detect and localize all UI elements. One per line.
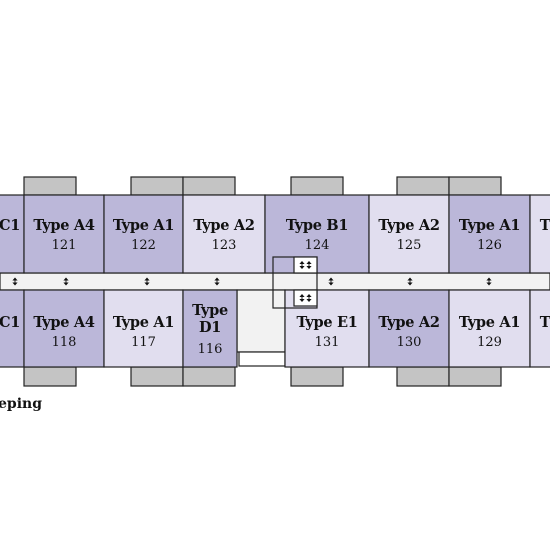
unit-room (529, 289, 550, 368)
unit-cell: Type A2 125 (368, 194, 450, 274)
unit-room (0, 194, 25, 274)
unit-room (368, 289, 450, 368)
unit-number: 116 (198, 342, 223, 357)
balcony (290, 176, 344, 196)
elevator-top (293, 256, 318, 274)
balcony (182, 366, 236, 387)
balcony (23, 176, 77, 196)
legend-label: eping (0, 396, 42, 412)
unit-number: 124 (305, 238, 330, 253)
unit-type-label: C1 (0, 217, 20, 234)
balcony (23, 366, 77, 387)
unit-cell: Type A4 121 (23, 194, 105, 274)
unit-type-label: Type B1 (286, 217, 348, 234)
balcony (290, 366, 344, 387)
balcony (396, 176, 450, 196)
unit-number: 129 (477, 335, 502, 350)
unit-type-label: T (540, 217, 550, 234)
corridor (0, 272, 550, 291)
unit-cell: Type A1 126 (448, 194, 531, 274)
unit-cell: Type A2 130 (368, 289, 450, 368)
unit-room (23, 194, 105, 274)
unit-number: 117 (131, 335, 156, 350)
unit-cell: C1 (0, 289, 25, 368)
unit-cell: Type A1 117 (103, 289, 184, 368)
balcony (130, 366, 184, 387)
up-down-arrow-icon (328, 277, 334, 286)
unit-type-label: Type A1 (113, 217, 174, 234)
lobby-step (238, 351, 286, 367)
up-down-arrow-icon (306, 261, 312, 269)
unit-type-label: Type A2 (193, 217, 254, 234)
unit-cell: Type A2 123 (182, 194, 266, 274)
up-down-arrow-icon (299, 261, 305, 269)
unit-room (182, 194, 266, 274)
unit-number: 118 (52, 335, 77, 350)
unit-type-label: Type A2 (378, 314, 439, 331)
elevator-bottom (293, 289, 318, 307)
unit-type-label: Type A1 (113, 314, 174, 331)
up-down-arrow-icon (214, 277, 220, 286)
unit-number: 122 (131, 238, 156, 253)
unit-type-label: Type A4 (33, 217, 94, 234)
unit-room (448, 194, 531, 274)
unit-room (529, 194, 550, 274)
balconies (23, 176, 502, 387)
unit-room (103, 289, 184, 368)
unit-room (103, 194, 184, 274)
unit-type-label: T (540, 314, 550, 331)
unit-room (23, 289, 105, 368)
unit-cell: Type A1 129 (448, 289, 531, 368)
up-down-arrow-icon (144, 277, 150, 286)
balcony (448, 176, 502, 196)
balcony (130, 176, 184, 196)
unit-type-label: Type A2 (378, 217, 439, 234)
up-down-arrow-icon (299, 294, 305, 302)
unit-type-label: Type A1 (459, 314, 520, 331)
unit-number: 131 (315, 335, 340, 350)
unit-cell: Type A1 122 (103, 194, 184, 274)
balcony (448, 366, 502, 387)
balcony (182, 176, 236, 196)
unit-cell: C1 (0, 194, 25, 274)
unit-type-label: C1 (0, 314, 20, 331)
unit-cell: T (529, 194, 550, 274)
lobby-area (236, 289, 286, 353)
up-down-arrow-icon (12, 277, 18, 286)
unit-type-label: Type A1 (459, 217, 520, 234)
balcony (396, 366, 450, 387)
units-top-row: C1 Type A4 121 Type A1 122 Type A2 123 Type B1 1… (0, 194, 550, 274)
unit-number: 121 (52, 238, 77, 253)
unit-room (448, 289, 531, 368)
unit-number: 130 (397, 335, 422, 350)
up-down-arrow-icon (306, 294, 312, 302)
unit-room (182, 289, 238, 368)
elevator-core (272, 256, 318, 309)
unit-number: 123 (212, 238, 237, 253)
up-down-arrow-icon (407, 277, 413, 286)
unit-number: 125 (397, 238, 422, 253)
corridor-arrows (12, 277, 492, 286)
unit-number: 126 (477, 238, 502, 253)
unit-cell: T (529, 289, 550, 368)
unit-cell: Type A4 118 (23, 289, 105, 368)
unit-room (368, 194, 450, 274)
unit-type-label: Type E1 (296, 314, 357, 331)
up-down-arrow-icon (63, 277, 69, 286)
unit-type-label: Type A4 (33, 314, 94, 331)
elevator-arrows (299, 261, 312, 302)
up-down-arrow-icon (486, 277, 492, 286)
